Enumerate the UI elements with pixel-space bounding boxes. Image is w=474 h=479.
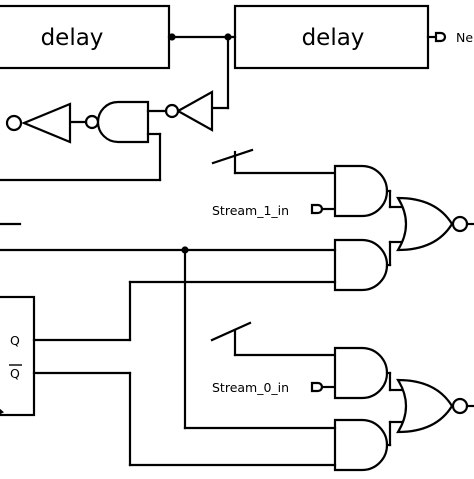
- nor-gate-lower: [396, 378, 454, 434]
- inverter-right: [175, 90, 214, 132]
- flip-flop: Q Q: [0, 280, 132, 467]
- inverter-left: [21, 102, 72, 144]
- nand-bubble: [84, 114, 100, 130]
- delay-block-right: delay: [233, 4, 430, 70]
- delay-block-left: delay: [0, 4, 171, 70]
- stream-0-port-icon: [310, 381, 324, 393]
- flip-flop-body: [0, 295, 36, 417]
- stream-1-label: Stream_1_in: [212, 203, 289, 218]
- clock-triangle: [0, 408, 4, 415]
- junction-dot: [224, 33, 232, 41]
- flip-flop-qbar-label: Q: [10, 366, 20, 381]
- and-gate-1: [333, 164, 389, 218]
- nor-bubble: [451, 397, 469, 415]
- lower-gate-group: Stream_0_in: [128, 248, 474, 472]
- output-connector: Ne: [426, 30, 473, 45]
- and-gate-4: [333, 418, 389, 472]
- output-port-icon: [434, 31, 447, 43]
- inverter-bubble: [164, 103, 180, 119]
- inverter-bubble: [5, 114, 23, 132]
- and-gate-3: [333, 346, 389, 400]
- ring-oscillator: [0, 90, 214, 182]
- switch-upper: [211, 148, 254, 165]
- and-gate-2: [333, 238, 389, 292]
- delay-link-wire: [167, 33, 237, 110]
- delay-left-label: delay: [41, 25, 104, 51]
- nor-bubble: [451, 215, 469, 233]
- stream-1-port-icon: [310, 203, 324, 215]
- delay-right-label: delay: [302, 25, 365, 51]
- nand-gate-ring: [96, 100, 150, 144]
- switch-lower: [210, 321, 252, 342]
- junction-dot: [168, 33, 176, 41]
- nor-gate-upper: [396, 196, 454, 252]
- output-label: Ne: [456, 30, 473, 45]
- flip-flop-q-label: Q: [10, 333, 20, 348]
- stream-0-label: Stream_0_in: [212, 380, 289, 395]
- upper-gate-group: Stream_1_in: [0, 148, 474, 292]
